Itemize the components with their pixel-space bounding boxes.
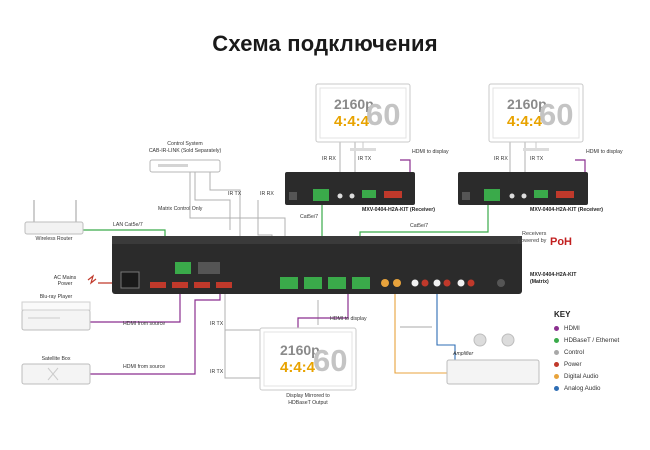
legend-label: HDMI bbox=[564, 324, 580, 332]
bluray-player bbox=[21, 301, 91, 331]
matrix-name-label-1: MXV-0404-H2A-KIT bbox=[530, 272, 577, 278]
matrix-control-only-label: Matrix Control Only bbox=[158, 206, 203, 212]
display-mirrored-label-1: Display Mirrored to bbox=[286, 393, 330, 399]
display-receiver-2: 2160p 4:4:4 60 bbox=[493, 88, 579, 138]
rx1-hdmi-label: HDMI to display bbox=[412, 149, 449, 155]
control-system-label: Control System bbox=[167, 141, 203, 147]
legend-item-hdmi: HDMI bbox=[554, 322, 619, 334]
legend-item-digital-audio: Digital Audio bbox=[554, 370, 619, 382]
page-title: Схема подключения bbox=[212, 31, 438, 56]
control-system-device bbox=[149, 159, 221, 173]
legend-label: Digital Audio bbox=[564, 372, 599, 380]
display-mirrored-label-2: HDBaseT Output bbox=[288, 400, 328, 406]
resolution-label: 2160p bbox=[280, 342, 320, 358]
audio-wiring bbox=[394, 290, 456, 374]
fps-label: 60 bbox=[366, 97, 401, 132]
display-mirrored: 2160p 4:4:4 60 bbox=[264, 332, 352, 386]
legend-dot bbox=[554, 361, 559, 367]
receiver-2-device bbox=[458, 172, 588, 205]
fps-label: 60 bbox=[539, 97, 574, 132]
resolution-label: 2160p bbox=[334, 96, 374, 112]
legend-dot bbox=[554, 349, 559, 355]
legend-label: Analog Audio bbox=[564, 384, 601, 392]
amplifier-label: Amplifier bbox=[453, 351, 474, 357]
legend-label: Power bbox=[564, 360, 582, 368]
ir-tx-top-label: IR TX bbox=[228, 191, 242, 197]
legend-title: KEY bbox=[554, 310, 571, 319]
poh-brand: Receivers powered by PoH bbox=[518, 231, 572, 248]
legend-item-analog-audio: Analog Audio bbox=[554, 382, 619, 394]
legend-dot bbox=[554, 325, 559, 331]
powered-by-label: powered by bbox=[518, 237, 547, 244]
wireless-router-label: Wireless Router bbox=[35, 236, 73, 242]
matrix-name-label-2: (Matrix) bbox=[530, 279, 549, 285]
bluray-label: Blu-ray Player bbox=[39, 294, 73, 300]
amplifier-device bbox=[446, 333, 540, 385]
chroma-label: 4:4:4 bbox=[280, 359, 316, 376]
rx2-ir-rx-label: IR RX bbox=[494, 156, 508, 162]
chroma-label: 4:4:4 bbox=[334, 113, 370, 130]
lan-cat-label: LAN Cat5e/7 bbox=[113, 222, 143, 228]
hdmi-to-display-main-label: HDMI to display bbox=[330, 316, 367, 322]
rx1-ir-rx-label: IR RX bbox=[322, 156, 336, 162]
legend-dot bbox=[554, 385, 559, 391]
legend-label: HDBaseT / Ethernet bbox=[564, 336, 620, 344]
rx2-name-label: MXV-0404-H2A-KIT (Receiver) bbox=[530, 207, 603, 213]
rx1-name-label: MXV-0404-H2A-KIT (Receiver) bbox=[362, 207, 435, 213]
legend-item-control: Control bbox=[554, 346, 619, 358]
rx2-hdmi-label: HDMI to display bbox=[586, 149, 623, 155]
cat-left-label: Cat5e/7 bbox=[300, 214, 319, 220]
display-receiver-1: 2160p 4:4:4 60 bbox=[320, 88, 406, 138]
ir-rx-top-label: IR RX bbox=[260, 191, 274, 197]
ac-mains-label: AC Mains Power bbox=[53, 275, 77, 287]
hdmi-from-source-1-label: HDMI from source bbox=[123, 321, 166, 327]
satellite-label: Satellite Box bbox=[41, 356, 71, 362]
receivers-label: Receivers bbox=[521, 231, 547, 237]
legend-item-power: Power bbox=[554, 358, 619, 370]
wireless-router bbox=[24, 200, 84, 235]
legend-item-hdbaset: HDBaseT / Ethernet bbox=[554, 334, 619, 346]
ir-tx-2-label: IR TX bbox=[210, 369, 224, 375]
poh-logo: PoH bbox=[550, 236, 572, 248]
cab-ir-link-label: CAB-IR-LINK (Sold Separately) bbox=[148, 148, 222, 154]
matrix-device bbox=[112, 236, 522, 294]
display-frames bbox=[259, 83, 584, 391]
legend-dot bbox=[554, 337, 559, 343]
satellite-box bbox=[21, 363, 91, 385]
legend: KEY HDMI HDBaseT / Ethernet Control Powe… bbox=[554, 310, 619, 394]
resolution-label: 2160p bbox=[507, 96, 547, 112]
ir-tx-1-label: IR TX bbox=[210, 321, 224, 327]
legend-dot bbox=[554, 373, 559, 379]
cat-right-label: Cat5e/7 bbox=[410, 223, 429, 229]
fps-label: 60 bbox=[313, 343, 348, 378]
legend-label: Control bbox=[564, 348, 584, 356]
rx2-ir-tx-label: IR TX bbox=[530, 156, 544, 162]
chroma-label: 4:4:4 bbox=[507, 113, 543, 130]
rx1-ir-tx-label: IR TX bbox=[358, 156, 372, 162]
receiver-1-device bbox=[285, 172, 415, 205]
hdmi-from-source-2-label: HDMI from source bbox=[123, 364, 166, 370]
